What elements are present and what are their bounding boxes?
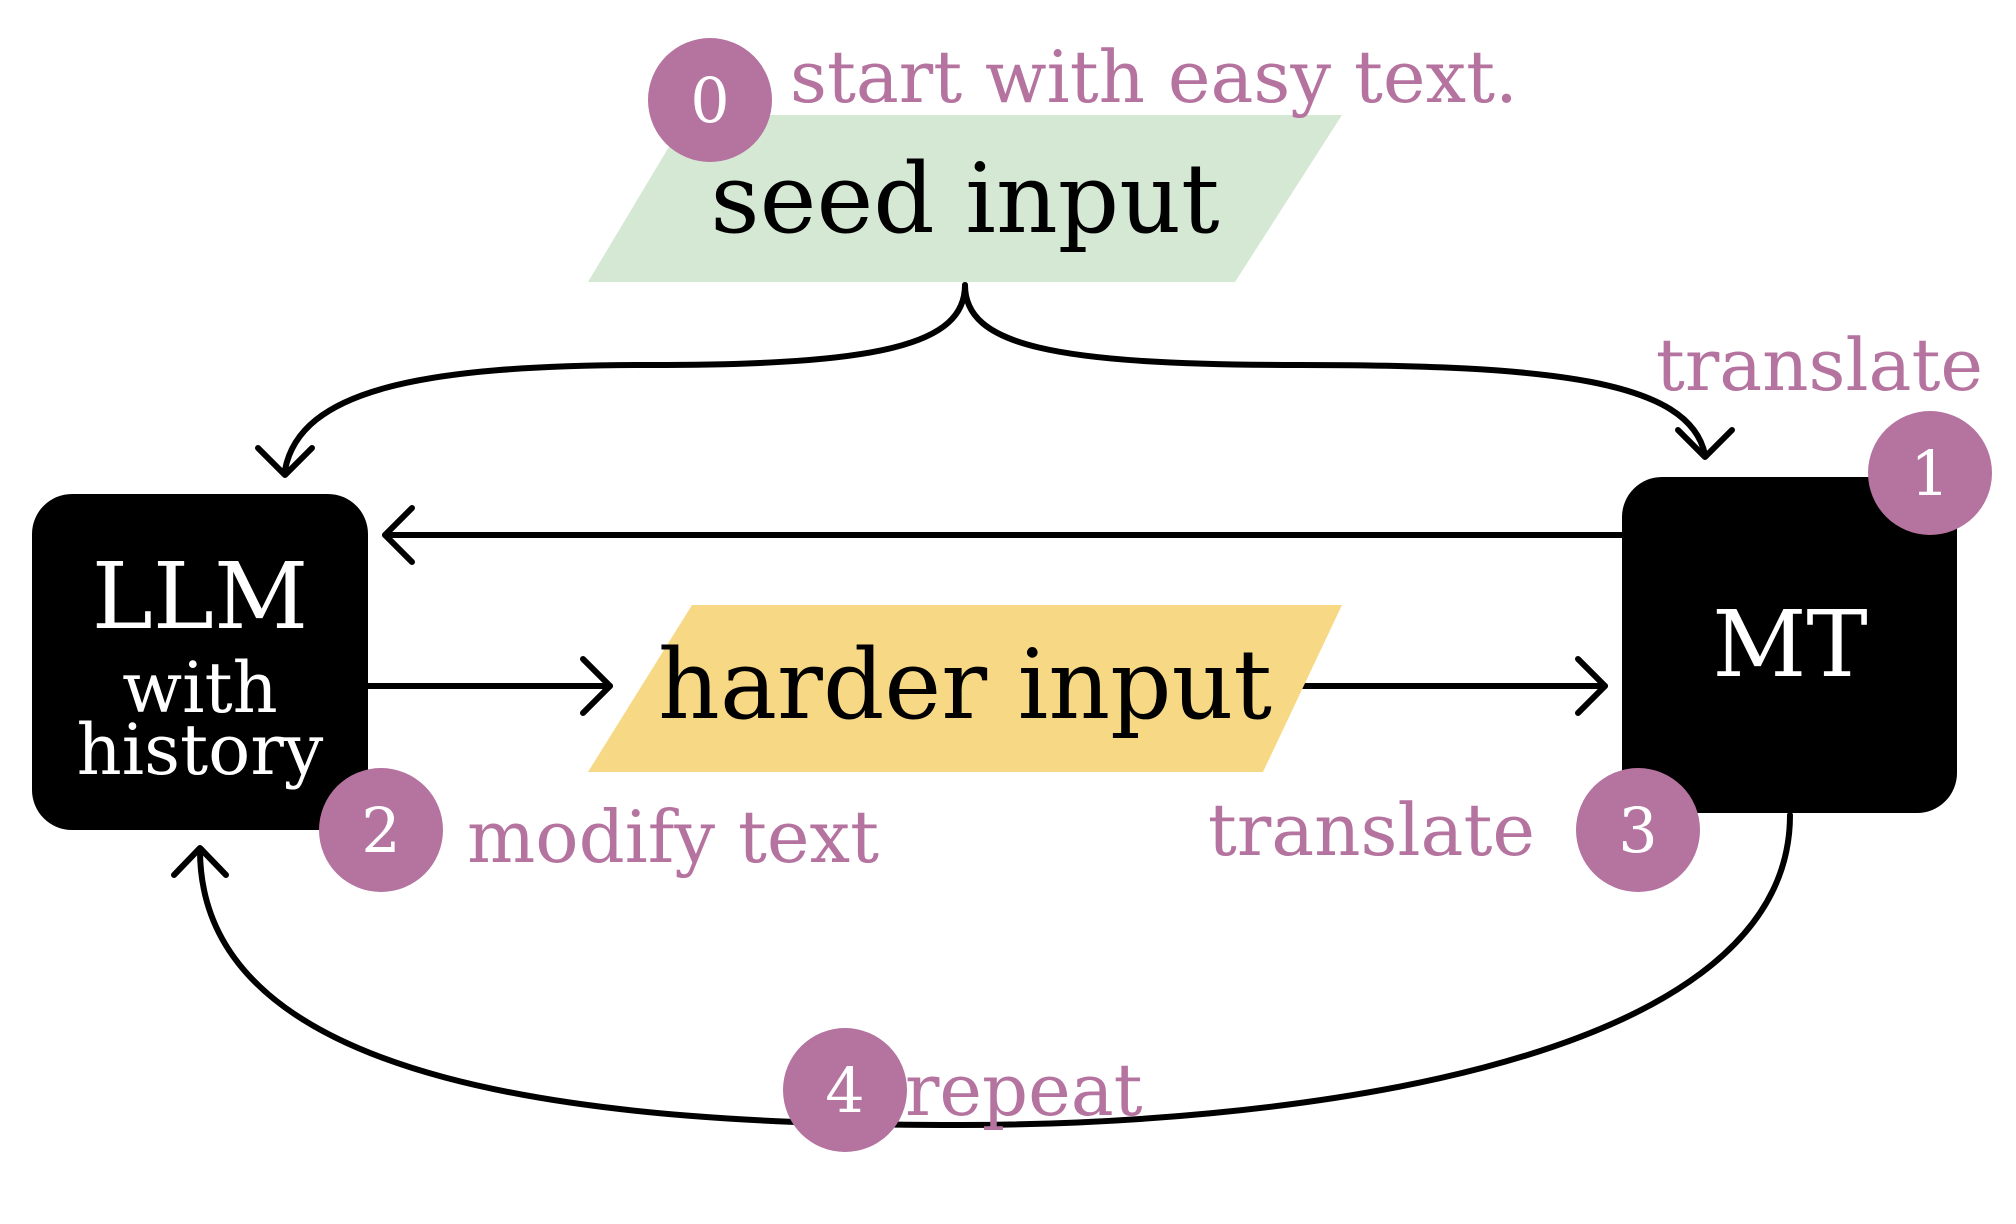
step-1: translate 1 — [1656, 323, 1992, 535]
mt-label: MT — [1712, 591, 1868, 698]
harder-input-shape — [588, 605, 1342, 772]
step-badge-1 — [1868, 411, 1992, 535]
llm-label: LLM — [92, 543, 308, 650]
llm-with-label: with — [122, 647, 278, 729]
llm-box — [32, 494, 368, 830]
step-text-1: translate — [1656, 323, 1983, 407]
step-number-2: 2 — [361, 794, 400, 867]
step-number-1: 1 — [1910, 437, 1949, 510]
seed-input-node: seed input — [588, 115, 1342, 282]
llm-node: LLM with history — [32, 494, 368, 830]
harder-input-label: harder input — [658, 629, 1272, 741]
step-number-0: 0 — [690, 64, 729, 137]
step-number-3: 3 — [1618, 794, 1657, 867]
step-text-0: start with easy text. — [790, 35, 1518, 119]
harder-to-mt-arrowhead — [1575, 656, 1608, 716]
llm-to-harder-arrowhead — [580, 656, 613, 716]
seed-to-mt-arrowhead — [1675, 427, 1735, 460]
repeat-loop-arrow — [197, 812, 1793, 1128]
step-0: 0 start with easy text. — [648, 35, 1518, 162]
step-number-4: 4 — [825, 1054, 864, 1127]
seed-to-llm-arrowhead — [255, 445, 315, 478]
step-text-2: modify text — [467, 795, 879, 879]
mt-box — [1622, 477, 1957, 813]
mt-node: MT — [1622, 477, 1957, 813]
llm-history-label: history — [77, 709, 324, 791]
step-badge-2 — [319, 768, 443, 892]
step-2: 2 modify text — [319, 768, 879, 892]
step-badge-4 — [783, 1028, 907, 1152]
connectors — [171, 282, 1793, 1128]
step-text-3: translate — [1208, 788, 1535, 872]
step-text-4: repeat — [905, 1048, 1143, 1132]
step-badge-3 — [1576, 768, 1700, 892]
seed-to-llm-arrow — [282, 282, 968, 473]
seed-to-mt-arrow — [962, 282, 1708, 458]
repeat-loop-arrowhead — [171, 845, 229, 878]
step-3: translate 3 — [1208, 768, 1700, 892]
mt-to-llm-arrowhead — [382, 505, 415, 565]
step-badge-0 — [648, 38, 772, 162]
harder-input-node: harder input — [588, 605, 1342, 772]
seed-input-shape — [588, 115, 1342, 282]
seed-input-label: seed input — [710, 143, 1219, 255]
step-4: 4 repeat — [783, 1028, 1143, 1152]
